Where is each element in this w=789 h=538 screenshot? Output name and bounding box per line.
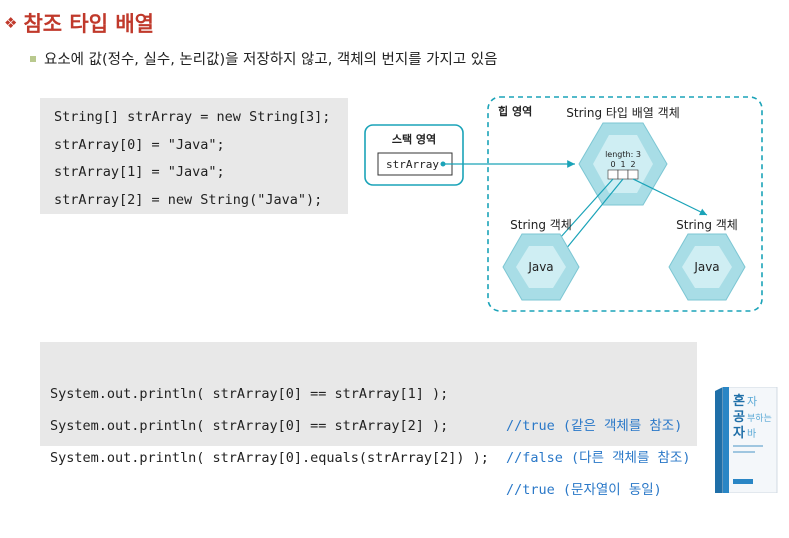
- heap-area: [487, 96, 763, 312]
- diamond-bullet-icon: ❖: [4, 14, 18, 32]
- book-title-tail: 자: [747, 395, 757, 408]
- string-object-label-right: String 객체: [676, 218, 738, 232]
- slot-arrow: [632, 178, 708, 216]
- code-comment: //false (다른 객체를 참조): [506, 450, 691, 466]
- array-object-label: String 타입 배열 객체: [566, 106, 680, 120]
- code-line: strArray[2] = new String("Java");: [54, 191, 323, 208]
- book-cover-logo: 혼 자 공 부하는 자 바: [715, 387, 778, 493]
- memory-diagram: 힙 영역 스택 영역 strArray String 타입 배열 객체 leng…: [364, 96, 763, 312]
- code-comment: //true (문자열이 동일): [506, 482, 662, 498]
- lecture-slide: ❖ 참조 타입 배열 요소에 값(정수, 실수, 논리값)을 저장하지 않고, …: [4, 8, 778, 498]
- code-statement: System.out.println( strArray[0].equals(s…: [50, 450, 489, 466]
- bullet-point: 요소에 값(정수, 실수, 논리값)을 저장하지 않고, 객체의 번지를 가지고…: [30, 48, 497, 69]
- book-title-char: 자: [733, 426, 745, 441]
- array-slot: [607, 169, 619, 180]
- stack-label: 스택 영역: [392, 132, 436, 146]
- bullet-text: 요소에 값(정수, 실수, 논리값)을 저장하지 않고, 객체의 번지를 가지고…: [44, 52, 498, 68]
- code-line: System.out.println( strArray[0] == strAr…: [50, 378, 697, 466]
- code-line: String[] strArray = new String[3];: [54, 109, 331, 125]
- variable-name: strArray: [386, 158, 439, 171]
- code-comment: //true (같은 객체를 참조): [506, 418, 683, 434]
- code-line: System.out.println( strArray[0].equals(s…: [50, 410, 697, 498]
- square-bullet-icon: [30, 55, 36, 62]
- slide-title: 참조 타입 배열: [23, 12, 154, 36]
- code-statement: System.out.println( strArray[0] == strAr…: [50, 386, 449, 402]
- array-index: 2: [630, 160, 635, 169]
- slot-arrow: [560, 178, 624, 256]
- array-index: 1: [620, 160, 625, 169]
- string-object-inner-right: [682, 246, 732, 288]
- code-line: strArray[1] = "Java";: [54, 164, 225, 180]
- code-block-declaration: String[] strArray = new String[3]; strAr…: [40, 98, 348, 214]
- array-slot: [627, 169, 639, 180]
- slide-heading: ❖ 참조 타입 배열: [4, 8, 154, 38]
- code-line: System.out.println( strArray[0] == strAr…: [50, 346, 697, 434]
- code-block-comparison: System.out.println( strArray[0] == strAr…: [40, 342, 697, 498]
- code-line: strArray[0] = "Java";: [54, 136, 225, 153]
- book-title-tail: 부하는: [747, 413, 772, 424]
- book-title-tail: 바: [747, 428, 756, 440]
- string-value-left: Java: [527, 260, 553, 274]
- string-object-inner-left: [516, 246, 566, 288]
- code-statement: System.out.println( strArray[0] == strAr…: [50, 418, 449, 434]
- book-title-char: 혼: [733, 393, 745, 409]
- string-value-right: Java: [693, 260, 719, 274]
- heap-label: 힙 영역: [498, 104, 532, 118]
- reference-dot: [440, 161, 446, 167]
- array-index: 0: [610, 160, 615, 169]
- string-object-label-left: String 객체: [510, 218, 572, 232]
- book-title-char: 공: [733, 410, 745, 425]
- array-slot: [617, 169, 629, 180]
- array-length: length: 3: [605, 150, 641, 159]
